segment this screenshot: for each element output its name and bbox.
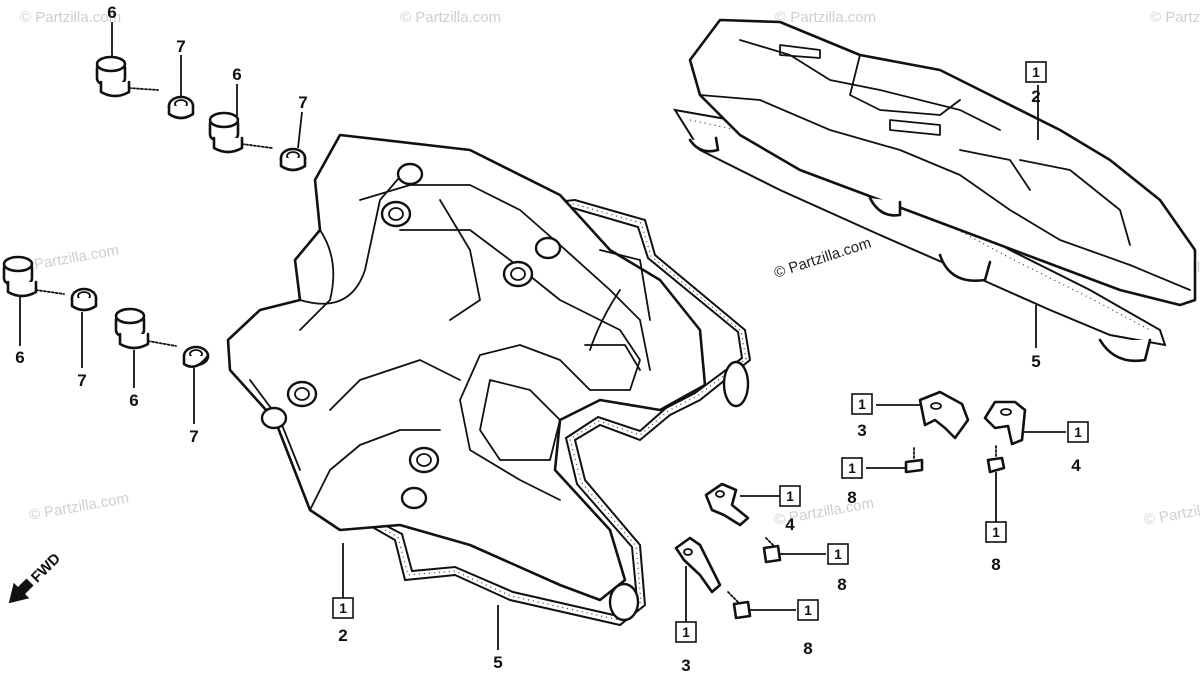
ref-box-2-main: 1 (332, 597, 354, 619)
callout-2: 2 (338, 626, 347, 645)
bracket-4-lower (704, 482, 750, 527)
bracket-4-upper (983, 400, 1027, 446)
grommet-7-a (167, 95, 195, 120)
bracket-3-upper (918, 390, 970, 440)
ref-box-label: 1 (858, 396, 866, 412)
reference-markers: 1 1 1 1 1 1 1 1 1 1 (332, 61, 1089, 643)
callout-5: 5 (1031, 352, 1040, 371)
callout-6: 6 (107, 3, 116, 22)
callout-8: 8 (803, 639, 812, 658)
callout-numbers: 6 7 6 7 6 7 6 7 2 5 2 5 3 4 8 8 4 8 8 3 (15, 3, 1081, 675)
callout-7: 7 (189, 427, 198, 446)
watermark: © Partzilla.com (1150, 9, 1200, 26)
callout-6: 6 (129, 391, 138, 410)
screw-8-upper-a (904, 447, 924, 474)
ref-box-4-upper: 1 (1067, 421, 1089, 443)
callout-3: 3 (857, 421, 866, 440)
ref-box-3-lower: 1 (675, 621, 697, 643)
ref-box-label: 1 (786, 488, 794, 504)
grommet-7-b (279, 147, 307, 172)
callout-8: 8 (991, 555, 1000, 574)
callout-5: 5 (493, 653, 502, 672)
watermark: © Partzilla.com (28, 490, 130, 524)
ref-box-8-lower-a: 1 (827, 543, 849, 565)
fwd-arrow: FWD (8, 550, 64, 604)
ref-box-label: 1 (1074, 424, 1082, 440)
bolt-6-d (114, 307, 177, 350)
ref-box-label: 1 (992, 524, 1000, 540)
callout-8: 8 (847, 488, 856, 507)
callout-7: 7 (176, 37, 185, 56)
callout-4: 4 (1071, 456, 1081, 475)
callout-4: 4 (785, 515, 795, 534)
ref-box-8-upper-a: 1 (841, 457, 863, 479)
watermark-dark: © Partzilla.com (772, 234, 873, 281)
ref-box-label: 1 (848, 460, 856, 476)
ref-box-label: 1 (339, 600, 347, 616)
ref-box-label: 1 (682, 624, 690, 640)
bolt-6-a (95, 55, 159, 98)
callout-7: 7 (77, 371, 86, 390)
screw-8-lower-b (727, 591, 752, 620)
bolt-6-b (208, 111, 273, 154)
callout-6: 6 (15, 348, 24, 367)
grommet-7-c (70, 287, 98, 312)
callout-3: 3 (681, 656, 690, 675)
bracket-3-lower (674, 536, 722, 594)
callout-2: 2 (1031, 87, 1040, 106)
ref-box-8-upper-b: 1 (985, 521, 1007, 543)
fwd-label: FWD (28, 550, 64, 586)
watermark: © Partzilla.com (775, 9, 876, 26)
ref-box-label: 1 (804, 602, 812, 618)
callout-8: 8 (837, 575, 846, 594)
ref-box-3-upper: 1 (851, 393, 873, 415)
grommet-7-d (182, 345, 210, 368)
ref-box-8-lower-b: 1 (797, 599, 819, 621)
bolt-6-c (2, 255, 65, 298)
screw-8-lower-a (762, 537, 782, 564)
screw-8-upper-b (986, 445, 1006, 474)
ref-box-label: 1 (1032, 64, 1040, 80)
ref-box-2-upper: 1 (1025, 61, 1047, 83)
ref-box-4-lower: 1 (779, 485, 801, 507)
callout-6: 6 (232, 65, 241, 84)
watermark: © Partzilla.com (400, 9, 501, 26)
callout-7: 7 (298, 93, 307, 112)
ref-box-label: 1 (834, 546, 842, 562)
head-cover-2-secondary (672, 18, 1197, 363)
leader-lines (19, 22, 1066, 650)
head-cover-2-main (226, 133, 752, 627)
watermark: © Partzilla.com (20, 9, 121, 26)
watermark: © Partzilla.com (1143, 495, 1200, 529)
